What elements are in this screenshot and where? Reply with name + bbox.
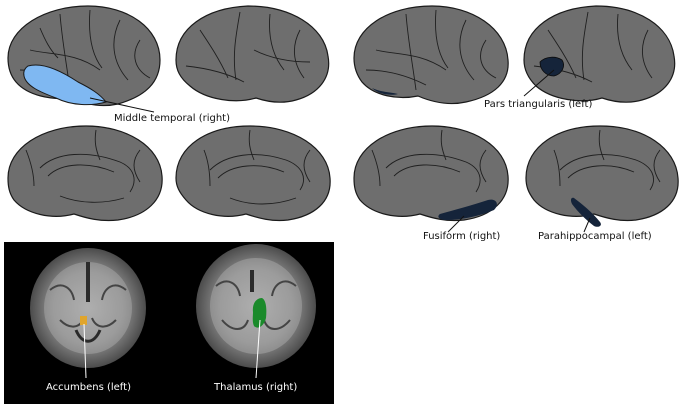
middle-temporal-region <box>23 64 107 106</box>
pars-triangularis-region <box>539 56 564 77</box>
brain-lateral-left-2 <box>523 5 676 103</box>
label-accumbens: Accumbens (left) <box>46 382 131 393</box>
label-thalamus: Thalamus (right) <box>213 382 297 393</box>
label-fusiform: Fusiform (right) <box>423 231 500 242</box>
brain-medial-1 <box>7 125 163 222</box>
fusiform-region <box>438 199 497 220</box>
mri-coronal-slice-2 <box>196 244 316 368</box>
label-middle-temporal: Middle temporal (right) <box>114 113 230 124</box>
middle-temporal-outline-edge <box>372 88 398 95</box>
leader-parahippocampal <box>583 217 591 233</box>
mri-panel <box>4 242 334 404</box>
leader-accumbens <box>83 323 87 379</box>
leader-middle-temporal <box>89 97 155 113</box>
parahippocampal-region <box>570 197 601 227</box>
leader-pars-triangularis <box>523 69 555 97</box>
accumbens-region <box>80 316 87 325</box>
brain-lateral-left-1 <box>175 5 330 103</box>
leader-thalamus <box>255 319 261 379</box>
thalamus-region <box>252 298 267 328</box>
leader-fusiform <box>447 215 465 233</box>
label-parahippocampal: Parahippocampal (left) <box>538 231 652 242</box>
label-pars-triangularis: Pars triangularis (left) <box>484 99 592 110</box>
brain-lateral-right-1 <box>7 5 161 107</box>
brain-medial-4 <box>525 125 679 227</box>
mri-coronal-slice-1 <box>30 248 146 368</box>
brain-medial-3 <box>353 125 509 222</box>
brain-medial-2 <box>175 125 331 222</box>
brain-lateral-right-2 <box>353 5 509 105</box>
